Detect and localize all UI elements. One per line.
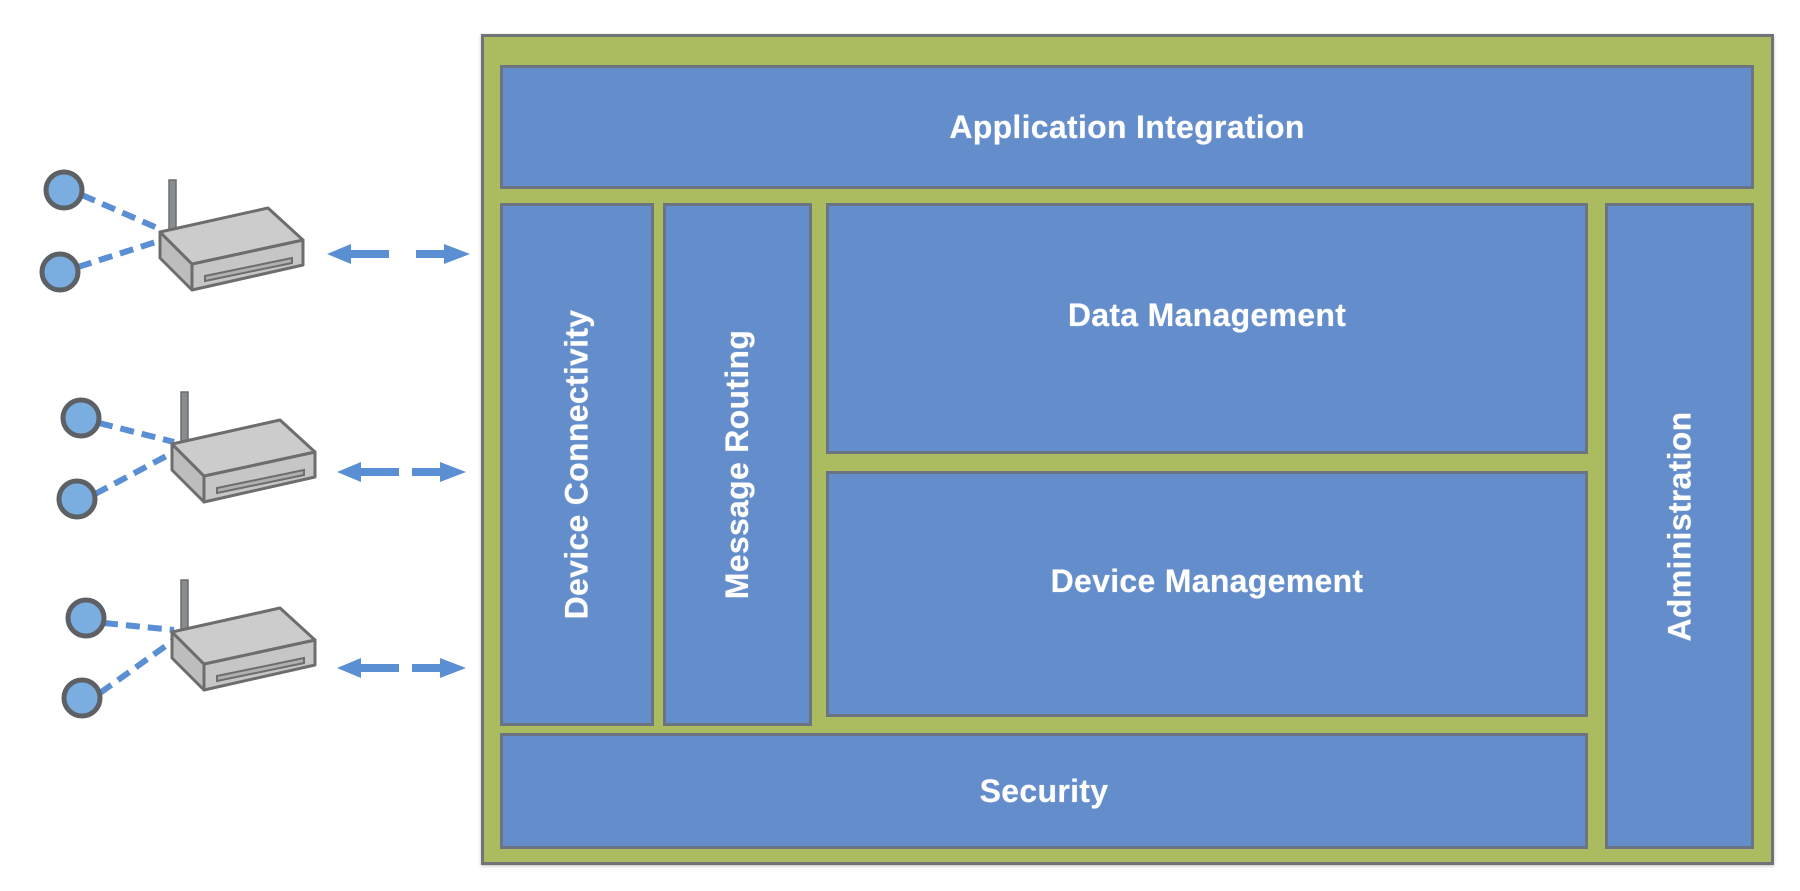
antenna-icon (180, 579, 189, 631)
sensor-icon (65, 597, 107, 639)
sensor-link (93, 449, 176, 497)
device-management-label: Device Management (1050, 562, 1364, 599)
antenna-icon (168, 179, 177, 231)
router-slot (216, 656, 305, 683)
message-routing-label: Message Routing (719, 329, 756, 600)
devices-area (39, 169, 470, 719)
device-connectivity-block: Device Connectivity (500, 203, 654, 726)
router-icon (170, 606, 317, 666)
router-icon (170, 418, 317, 478)
arrow-shaft (416, 250, 446, 258)
sensor-link (98, 637, 176, 696)
administration-block: Administration (1605, 203, 1754, 849)
arrow-left-icon (337, 658, 361, 678)
arrow-shaft (412, 468, 442, 476)
sensor-icon (60, 397, 102, 439)
device-1 (39, 169, 470, 293)
sensor-link (98, 420, 175, 445)
arrow-shaft (412, 664, 442, 672)
sensor-icon (61, 677, 103, 719)
device-3 (61, 579, 466, 719)
message-routing-block: Message Routing (663, 203, 812, 726)
device-management-block: Device Management (826, 471, 1588, 717)
router-slot (216, 468, 305, 495)
sensor-icon (56, 478, 98, 520)
device-2 (56, 391, 466, 520)
arrow-shaft (357, 468, 399, 476)
arrow-right-icon (440, 658, 466, 678)
data-management-block: Data Management (826, 203, 1588, 454)
sensor-link (103, 620, 175, 633)
sensor-icon (39, 251, 81, 293)
arrow-shaft (357, 664, 399, 672)
administration-label: Administration (1661, 411, 1698, 641)
device-connectivity-label: Device Connectivity (558, 309, 595, 620)
application-integration-block: Application Integration (500, 65, 1754, 189)
sensor-icon (43, 169, 85, 211)
arrow-shaft (347, 250, 389, 258)
sensor-link (77, 237, 163, 270)
application-integration-label: Application Integration (949, 108, 1305, 145)
arrow-left-icon (327, 244, 351, 264)
arrow-right-icon (440, 462, 466, 482)
router-slot (204, 256, 293, 283)
sensor-link (80, 192, 164, 233)
arrow-right-icon (444, 244, 470, 264)
security-label: Security (979, 772, 1109, 809)
data-management-label: Data Management (1067, 297, 1347, 333)
security-block: Security (500, 733, 1588, 849)
arrow-left-icon (337, 462, 361, 482)
router-icon (158, 206, 305, 266)
antenna-icon (180, 391, 189, 443)
